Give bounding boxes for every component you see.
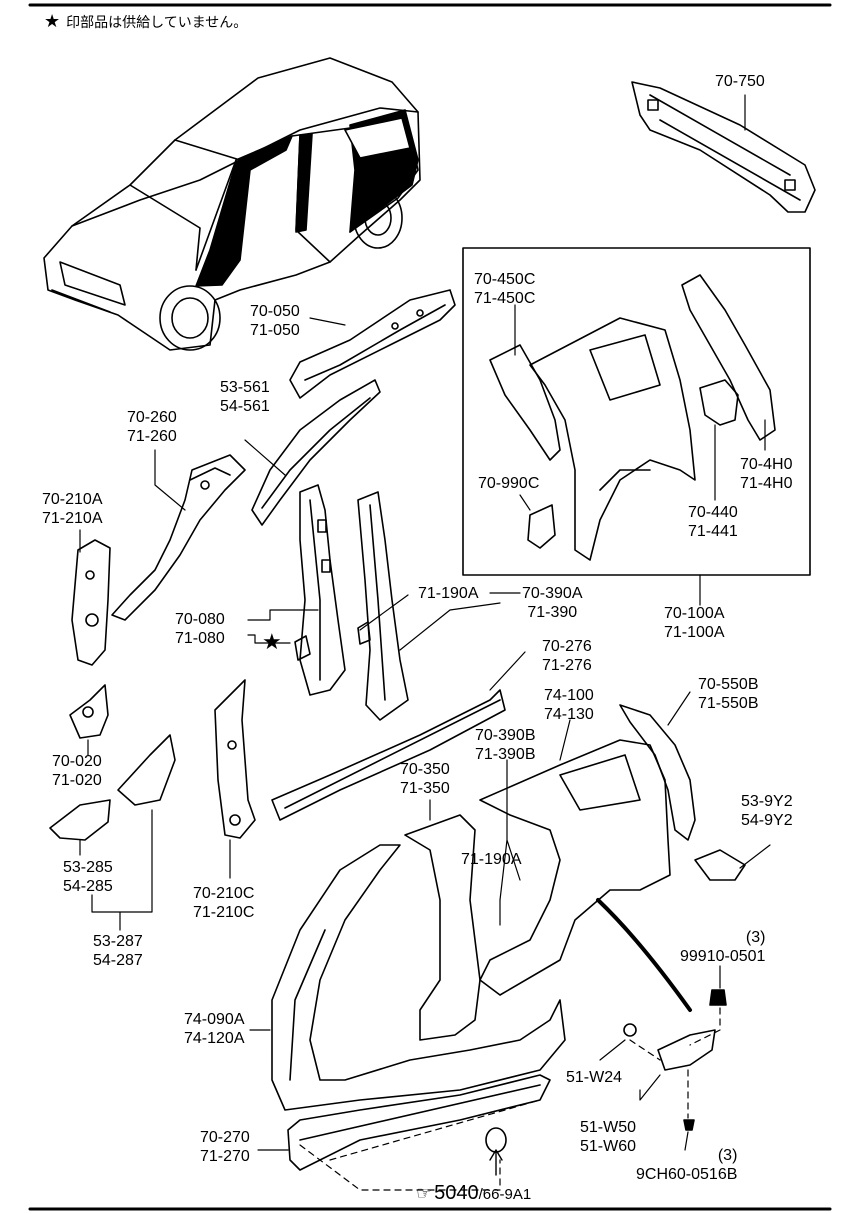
label-99910-0501: (3)99910-0501 [680, 929, 766, 965]
part-70-260 [111, 454, 246, 621]
part-70-020 [69, 684, 109, 739]
vehicle-illustration [43, 57, 421, 351]
part-70-050 [289, 289, 456, 399]
part-74-090a [271, 844, 566, 1111]
part-70-4h0 [681, 274, 776, 441]
part-70-440 [699, 379, 739, 426]
clip-51-w24 [623, 1023, 637, 1037]
label-70-990c: 70-990C [478, 475, 540, 492]
part-70-276 [271, 689, 506, 821]
grommet [485, 1127, 507, 1153]
label-71-190a-mid: 71-190A [461, 851, 522, 868]
part-70-750 [631, 81, 816, 213]
part-53-287 [117, 734, 176, 806]
install-guides [299, 1007, 721, 1191]
star-icon: ★ [44, 11, 61, 31]
arrow-up-icon [489, 1149, 503, 1176]
pointing-hand-icon: ☞ [416, 1183, 433, 1203]
not-supplied-star-icon: ★ [262, 629, 282, 654]
part-70-210c [214, 679, 256, 839]
part-74-100 [479, 739, 692, 1012]
part-53-9y2 [694, 849, 746, 881]
label-9ch60-0516b: (3)9CH60-0516B [636, 1147, 738, 1183]
part-70-990c [527, 504, 556, 549]
part-53-285 [49, 799, 111, 841]
part-70-450c [489, 344, 561, 461]
part-70-210a [71, 539, 111, 666]
part-53-561 [251, 379, 381, 526]
clip-99910 [709, 989, 727, 1006]
notice-text: ★印部品は供給していません。 [44, 11, 248, 31]
leader-lines [79, 94, 771, 1151]
part-70-080 [294, 484, 346, 696]
part-70-350 [404, 814, 481, 1041]
label-70-750: 70-750 [715, 73, 765, 90]
part-70-270 [287, 1074, 551, 1171]
label-71-190a-top: 71-190A [418, 585, 479, 602]
footer-reference[interactable]: ☞5040/66-9A1 [416, 1182, 532, 1204]
label-51-w24: 51-W24 [566, 1069, 623, 1086]
screw-9ch60 [683, 1119, 695, 1131]
part-70-390a [357, 491, 409, 721]
part-70-100a [529, 317, 696, 561]
sub-assembly-box [462, 247, 811, 576]
fender-liner-51-w50 [657, 1029, 716, 1071]
